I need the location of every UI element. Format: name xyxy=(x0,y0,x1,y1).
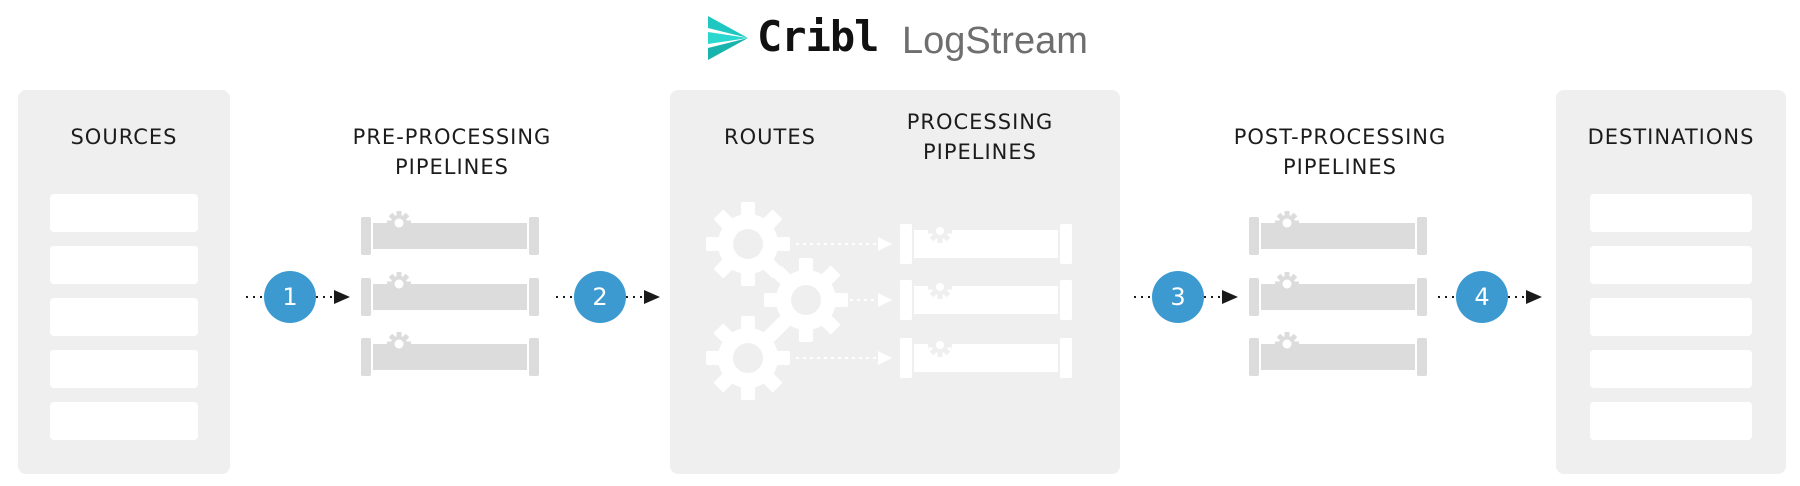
routes-heading: ROUTES xyxy=(724,125,816,149)
destination-slot xyxy=(1590,194,1752,232)
processing-pipeline-icon xyxy=(900,275,1072,320)
pipeline-icon xyxy=(1249,211,1427,255)
post-processing-heading: POST-PROCESSING PIPELINES xyxy=(1233,125,1447,179)
source-slot xyxy=(50,246,198,284)
destination-slot xyxy=(1590,246,1752,284)
source-slot xyxy=(50,350,198,388)
pipeline-icon xyxy=(361,272,539,316)
brand-name: Cribl xyxy=(757,12,879,61)
step-badge: 1 xyxy=(264,271,316,323)
processing-heading: PROCESSING PIPELINES xyxy=(906,110,1054,164)
destination-slot xyxy=(1590,298,1752,336)
pipeline-icon xyxy=(361,332,539,376)
route-connectors xyxy=(796,243,878,359)
destinations-heading: DESTINATIONS xyxy=(1587,125,1755,149)
source-slot xyxy=(50,402,198,440)
product-name: LogStream xyxy=(902,20,1088,62)
processing-pipeline-icon xyxy=(900,219,1072,264)
cribl-chevron-icon xyxy=(708,16,748,60)
pre-processing-heading: PRE-PROCESSING PIPELINES xyxy=(352,125,552,179)
processing-pipeline-icon xyxy=(900,333,1072,378)
step-badge: 3 xyxy=(1152,271,1204,323)
sources-heading: SOURCES xyxy=(70,125,178,149)
step-badge: 4 xyxy=(1456,271,1508,323)
destination-slot xyxy=(1590,402,1752,440)
step-badge: 2 xyxy=(574,271,626,323)
pipeline-icon xyxy=(1249,272,1427,316)
pipeline-icon xyxy=(1249,332,1427,376)
route-gear-icon xyxy=(706,316,790,400)
destination-slot xyxy=(1590,350,1752,388)
source-slot xyxy=(50,298,198,336)
pipeline-icon xyxy=(361,211,539,255)
source-slot xyxy=(50,194,198,232)
